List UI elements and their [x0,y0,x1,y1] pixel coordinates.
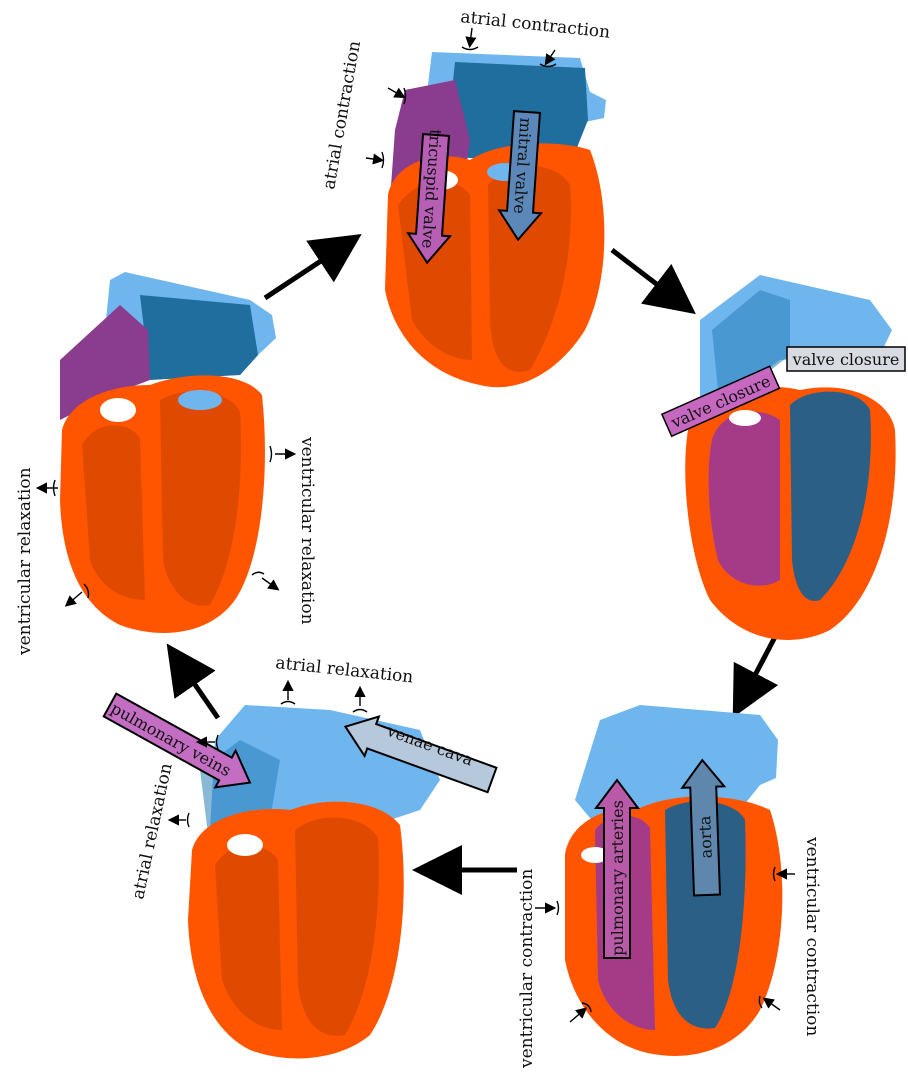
label-ventricular-contraction-right: ventricular contraction [802,836,822,1036]
valve-closure-box-b: valve closure [787,347,905,371]
valve-closure-label-b: valve closure [792,350,900,369]
label-atrial-relaxation-left: atrial relaxation [128,761,176,901]
label-ventricular-relaxation-right: ventricular relaxation [297,436,317,625]
heart-valve-closure [685,275,895,640]
pulmonary-arteries-label: pulmonary arteries [608,800,627,956]
cycle-arrow-1 [265,245,345,298]
cycle-arrow-2 [612,250,680,302]
heart-ventricular-relaxation [60,272,276,633]
cycle-arrow-5 [178,660,218,718]
label-atrial-contraction-left: atrial contraction [319,39,365,191]
label-atrial-relaxation-top: atrial relaxation [274,653,414,687]
label-atrial-contraction-top: atrial contraction [459,7,611,43]
heart-ventricular-contraction [565,705,782,1056]
aorta-label: aorta [695,815,715,859]
label-ventricular-contraction-left: ventricular contraction [517,869,537,1069]
cycle-arrow-3 [742,637,775,700]
label-ventricular-relaxation-left: ventricular relaxation [15,467,35,656]
